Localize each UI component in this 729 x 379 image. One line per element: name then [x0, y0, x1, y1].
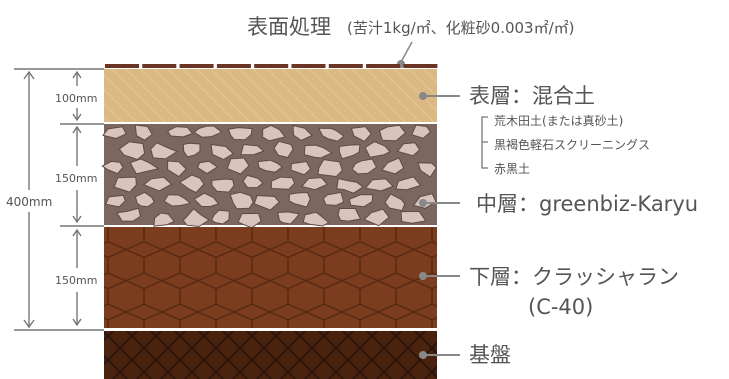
surface-leader: [400, 41, 413, 63]
top-soil-hatch: [104, 69, 437, 122]
dim-total: 400mm: [6, 195, 52, 209]
base-layer: [104, 331, 437, 379]
middle-stones: [101, 124, 438, 229]
dimension-guides: [14, 68, 104, 331]
dim-middle: 150mm: [55, 172, 97, 185]
surface-title: 表面処理: [247, 15, 331, 39]
top-component-1: 荒木田土(または真砂土): [494, 114, 623, 128]
base-layer-label: 基盤: [469, 343, 511, 367]
lower-layer-label-sub: (C-40): [528, 295, 593, 319]
components-bracket: [481, 116, 488, 169]
lower-hex-a: [104, 227, 437, 328]
middle-layer-label: 中層：greenbiz-Karyu: [476, 192, 698, 216]
top-component-3: 赤黒土: [494, 162, 530, 176]
top-layer-label: 表層：混合土: [469, 84, 595, 108]
lower-layer-label: 下層：クラッシャラン: [469, 265, 679, 289]
top-component-2: 黒褐色軽石スクリーニングス: [494, 137, 650, 152]
dim-lower: 150mm: [55, 274, 97, 287]
surface-strip: [105, 64, 438, 68]
surface-detail: (苦汁1kg/㎡、化粧砂0.003㎡/㎡): [347, 19, 575, 37]
dim-top: 100mm: [55, 92, 97, 105]
layer-leaders: [419, 92, 460, 359]
